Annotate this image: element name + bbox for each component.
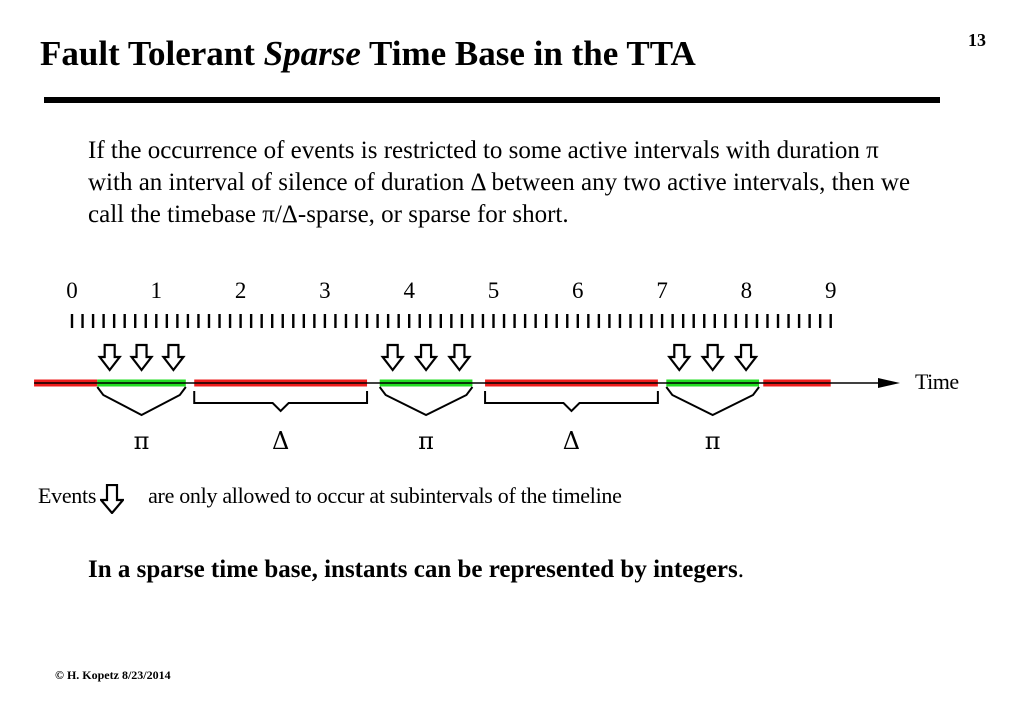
down-arrow-icon [667, 343, 692, 372]
event-arrows [97, 343, 759, 372]
down-arrow-icon [380, 343, 405, 372]
tick-labels: 0 1 2 3 4 5 6 7 8 9 [66, 278, 836, 303]
title-emphasis: Sparse [263, 34, 361, 73]
down-arrow-icon [129, 343, 154, 372]
conclusion-bold: In a sparse time base, instants can be r… [88, 556, 738, 583]
title-text-part1: Fault Tolerant [40, 34, 264, 73]
title-text-part2: Time Base in the TTA [360, 34, 696, 73]
down-arrow-icon [97, 343, 122, 372]
down-arrow-icon [447, 343, 472, 372]
down-arrow-icon [413, 343, 439, 372]
down-arrow-icon [700, 343, 725, 372]
tick-label-1: 1 [151, 278, 163, 303]
silence-interval-brace [193, 391, 369, 413]
tick-label-2: 2 [235, 278, 247, 303]
title-divider [44, 97, 940, 103]
axis-arrowhead [878, 378, 900, 388]
tick-label-6: 6 [572, 278, 584, 303]
tick-label-4: 4 [403, 278, 415, 303]
tick-label-8: 8 [741, 278, 753, 303]
axis-label: Time [915, 369, 959, 394]
active-interval-brace [378, 386, 474, 417]
minor-ticks [70, 314, 832, 328]
silence-interval-brace [484, 391, 659, 413]
delta-symbol: Δ [563, 427, 580, 455]
events-caption: are only allowed to occur at subinterval… [148, 483, 622, 508]
conclusion-tail: . [737, 556, 745, 583]
tick-label-3: 3 [319, 278, 331, 303]
down-arrow-icon [100, 484, 125, 514]
time-axis [34, 378, 900, 388]
active-interval-brace [96, 386, 187, 417]
tick-label-5: 5 [488, 278, 500, 303]
tick-label-7: 7 [656, 278, 668, 303]
sparse-timeline-diagram: 0 1 2 3 4 5 6 7 8 9 π π π Δ Δ Time [34, 278, 959, 455]
pi-symbol: π [705, 427, 721, 455]
conclusion: In a sparse time base, instants can be r… [88, 556, 744, 584]
interval-braces [96, 386, 760, 417]
tick-label-9: 9 [825, 278, 837, 303]
pi-symbol: π [418, 427, 434, 455]
down-arrow-icon [733, 343, 759, 372]
down-arrow-icon [161, 343, 186, 372]
delta-symbol: Δ [272, 427, 289, 455]
footer-copyright: © H. Kopetz 8/23/2014 [55, 668, 171, 682]
events-legend-arrow [96, 482, 148, 514]
events-label: Events [38, 483, 97, 508]
definition-paragraph: If the occurrence of events is restricte… [88, 137, 911, 228]
active-interval-brace [665, 386, 760, 417]
tick-label-0: 0 [66, 278, 78, 303]
slide-title: Fault Tolerant Sparse Time Base in the T… [40, 36, 696, 71]
page-number: 13 [968, 30, 986, 50]
events-legend: Events are only allowed to occur at subin… [38, 482, 622, 514]
pi-symbol: π [134, 427, 150, 455]
